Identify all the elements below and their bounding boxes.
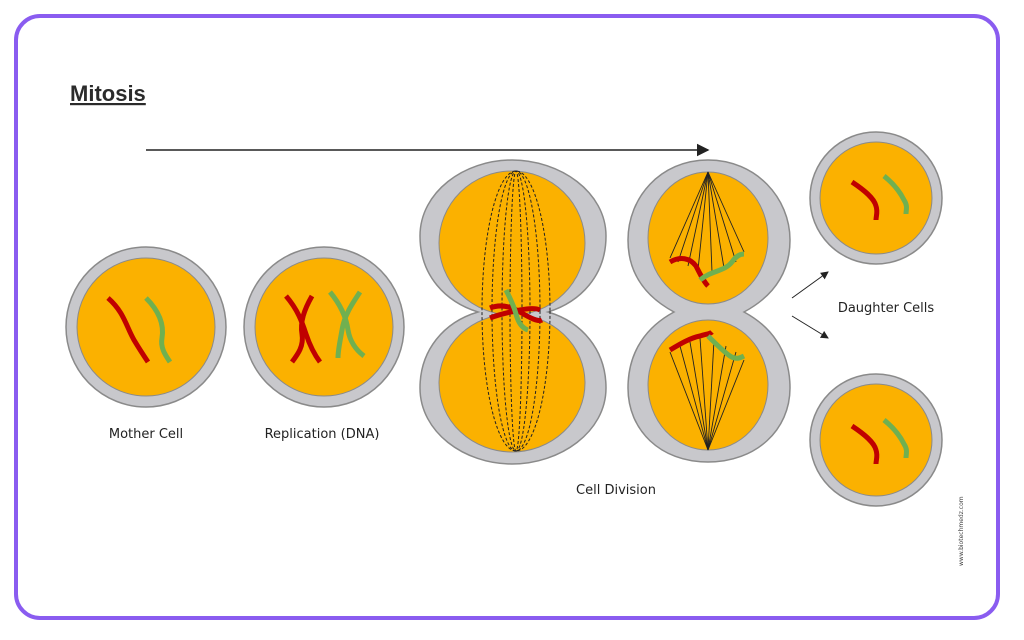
- chromosome-green: [144, 296, 173, 364]
- arrow-to-lower-daughter: [791, 315, 829, 339]
- cell-division-label: Cell Division: [576, 483, 656, 498]
- daughter-cells-label: Daughter Cells: [838, 301, 935, 316]
- dividing-cell-metaphase: [419, 159, 607, 465]
- mother-cell-label: Mother Cell: [109, 427, 183, 442]
- diagram-title: Mitosis: [70, 81, 146, 106]
- replication-cell: [243, 246, 405, 408]
- mother-cell: [65, 246, 227, 408]
- chromosome-red: [106, 296, 151, 364]
- daughter-cell-top: [809, 131, 943, 265]
- daughter-cell-bottom: [809, 373, 943, 507]
- dividing-cell-anaphase: [627, 159, 791, 463]
- arrow-to-upper-daughter: [791, 271, 829, 299]
- credit-text: www.biotechmedz.com: [958, 496, 965, 566]
- replication-label: Replication (DNA): [265, 427, 380, 442]
